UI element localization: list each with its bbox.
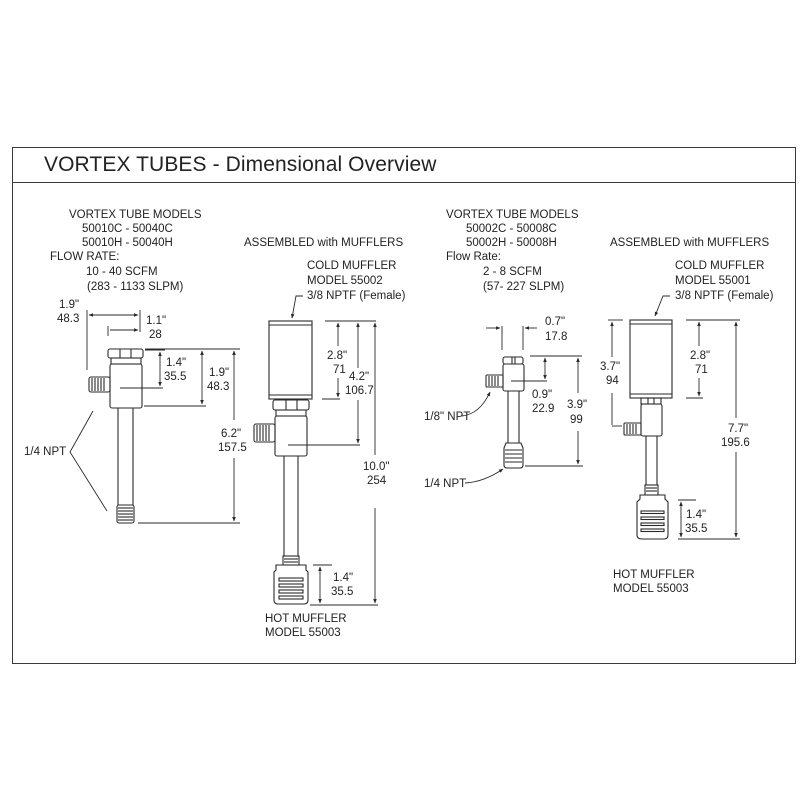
left-hot-muffler-model: MODEL 55003	[265, 627, 341, 639]
left-assembled-inlet-fitting	[253, 423, 276, 443]
left-cold-muffler-model: MODEL 55002	[307, 275, 383, 287]
right-vortex-tube	[485, 356, 525, 469]
left-dim-tube-length-mm: 157.5	[218, 442, 247, 454]
title-bar	[12, 147, 796, 183]
right-assembled-inlet-fitting	[623, 422, 642, 436]
left-dim-body-width-mm: 28	[149, 329, 162, 341]
left-dim-body-height-in: 1.9"	[209, 367, 230, 379]
left-hot-muffler	[273, 564, 309, 605]
left-inlet-port-label: 1/4 NPT	[24, 446, 67, 458]
right-dim-cold-muffler-mm: 71	[695, 364, 708, 376]
left-assembled-dimension-lines	[288, 295, 378, 606]
left-flow-scfm: 10 - 40 SCFM	[86, 266, 158, 278]
right-dim-cold-to-inlet-mm: 94	[606, 375, 619, 387]
right-dim-inlet-height-mm: 22.9	[532, 403, 555, 415]
right-dim-assembled-in: 7.7"	[728, 423, 749, 435]
left-flow-slpm: (283 - 1133 SLPM)	[87, 281, 184, 293]
left-cold-muffler-port: 3/8 NPTF (Female)	[307, 290, 406, 302]
right-hot-muffler	[636, 494, 669, 540]
right-assembled-dimension-lines	[608, 295, 740, 540]
right-hot-muffler-model: MODEL 55003	[613, 583, 689, 595]
left-models-hot: 50010H - 50040H	[82, 237, 173, 249]
left-dim-cold-to-inlet-in: 4.2"	[349, 371, 370, 383]
left-dim-tube-length-in: 6.2"	[221, 428, 242, 440]
left-dimension-lines	[69, 310, 240, 524]
left-dim-assembled-mm: 254	[367, 475, 387, 487]
right-cold-muffler-label: COLD MUFFLER	[675, 260, 765, 272]
right-flow-rate-label: Flow Rate:	[446, 251, 501, 263]
right-dim-cold-muffler-in: 2.8"	[690, 350, 711, 362]
right-dim-inlet-height-in: 0.9"	[532, 389, 553, 401]
left-models-heading: VORTEX TUBE MODELS	[69, 209, 202, 221]
left-dim-hot-muffler-mm: 35.5	[331, 586, 354, 598]
left-dim-cold-muffler-mm: 71	[333, 364, 346, 376]
right-models-cold: 50002C - 50008C	[466, 223, 557, 235]
right-models-heading: VORTEX TUBE MODELS	[446, 209, 579, 221]
right-dim-hot-muffler-in: 1.4"	[686, 509, 707, 521]
drawing-frame	[12, 147, 796, 664]
left-hot-muffler-label: HOT MUFFLER	[265, 613, 347, 625]
page-title: VORTEX TUBES - Dimensional Overview	[44, 153, 437, 176]
right-dim-body-width-mm: 17.8	[545, 331, 568, 343]
right-cold-muffler-port: 3/8 NPTF (Female)	[675, 290, 774, 302]
left-models-cold: 50010C - 50040C	[82, 223, 173, 235]
left-flow-rate-label: FLOW RATE:	[50, 251, 120, 263]
left-dim-cold-to-inlet-mm: 106.7	[345, 385, 374, 397]
left-dim-cold-muffler-in: 2.8"	[327, 350, 348, 362]
left-dim-inlet-height-in: 1.4"	[166, 357, 187, 369]
left-dim-body-height-mm: 48.3	[207, 381, 230, 393]
right-dim-hot-muffler-mm: 35.5	[685, 523, 708, 535]
right-assembled-tube	[623, 319, 673, 540]
right-cold-muffler	[629, 319, 673, 399]
left-cold-muffler	[268, 320, 313, 400]
right-cold-muffler-model: MODEL 55001	[675, 275, 751, 287]
left-dim-assembled-in: 10.0"	[363, 461, 390, 473]
right-flow-slpm: (57- 227 SLPM)	[483, 281, 565, 293]
right-assembled-label: ASSEMBLED with MUFFLERS	[610, 237, 770, 249]
left-assembled-tube	[253, 320, 313, 605]
left-dim-overall-width-in: 1.9"	[59, 299, 80, 311]
left-inlet-fitting	[88, 376, 111, 393]
left-vortex-tube	[88, 348, 144, 524]
right-dim-body-width-in: 0.7"	[545, 316, 566, 328]
right-dim-assembled-mm: 195.6	[721, 437, 750, 449]
left-dim-body-width-in: 1.1"	[146, 315, 167, 327]
right-inlet-fitting	[485, 374, 504, 388]
left-cold-muffler-label: COLD MUFFLER	[307, 260, 397, 272]
right-inlet-port-label: 1/8" NPT	[424, 411, 471, 423]
left-dim-inlet-height-mm: 35.5	[164, 371, 187, 383]
left-assembled-label: ASSEMBLED with MUFFLERS	[244, 237, 404, 249]
right-dim-tube-length-in: 3.9"	[567, 399, 588, 411]
left-dim-hot-muffler-in: 1.4"	[333, 572, 354, 584]
right-outlet-port-label: 1/4 NPT	[424, 478, 467, 490]
right-hot-muffler-label: HOT MUFFLER	[613, 569, 695, 581]
left-dim-overall-width-mm: 48.3	[57, 313, 80, 325]
right-models-hot: 50002H - 50008H	[466, 237, 557, 249]
right-dim-tube-length-mm: 99	[570, 414, 583, 426]
right-dimension-lines	[461, 326, 583, 484]
right-flow-scfm: 2 - 8 SCFM	[483, 266, 542, 278]
right-dim-cold-to-inlet-in: 3.7"	[600, 361, 621, 373]
